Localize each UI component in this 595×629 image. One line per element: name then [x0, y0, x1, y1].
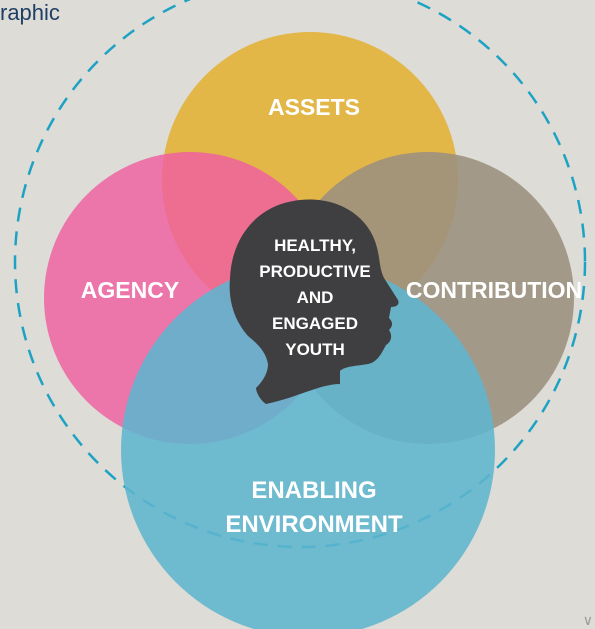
- contribution-label: CONTRIBUTION: [406, 277, 582, 303]
- center-label-line-1: HEALTHY,: [274, 236, 356, 255]
- assets-label: ASSETS: [268, 94, 360, 120]
- enabling-environment-circle: [121, 263, 495, 629]
- enabling-label-line-2: ENVIRONMENT: [225, 511, 403, 538]
- center-label-line-2: PRODUCTIVE: [259, 262, 370, 281]
- head-silhouette-icon: [229, 199, 399, 404]
- enabling-label-line-1: ENABLING: [251, 477, 376, 504]
- center-label-line-3: AND: [297, 288, 334, 307]
- agency-label: AGENCY: [81, 277, 179, 303]
- outer-dashed-circle: [13, 0, 587, 549]
- center-label-line-5: YOUTH: [285, 340, 345, 359]
- center-label-line-4: ENGAGED: [272, 314, 358, 333]
- page-title-fragment: raphic: [0, 0, 60, 25]
- chevron-down-icon: ∨: [582, 613, 593, 629]
